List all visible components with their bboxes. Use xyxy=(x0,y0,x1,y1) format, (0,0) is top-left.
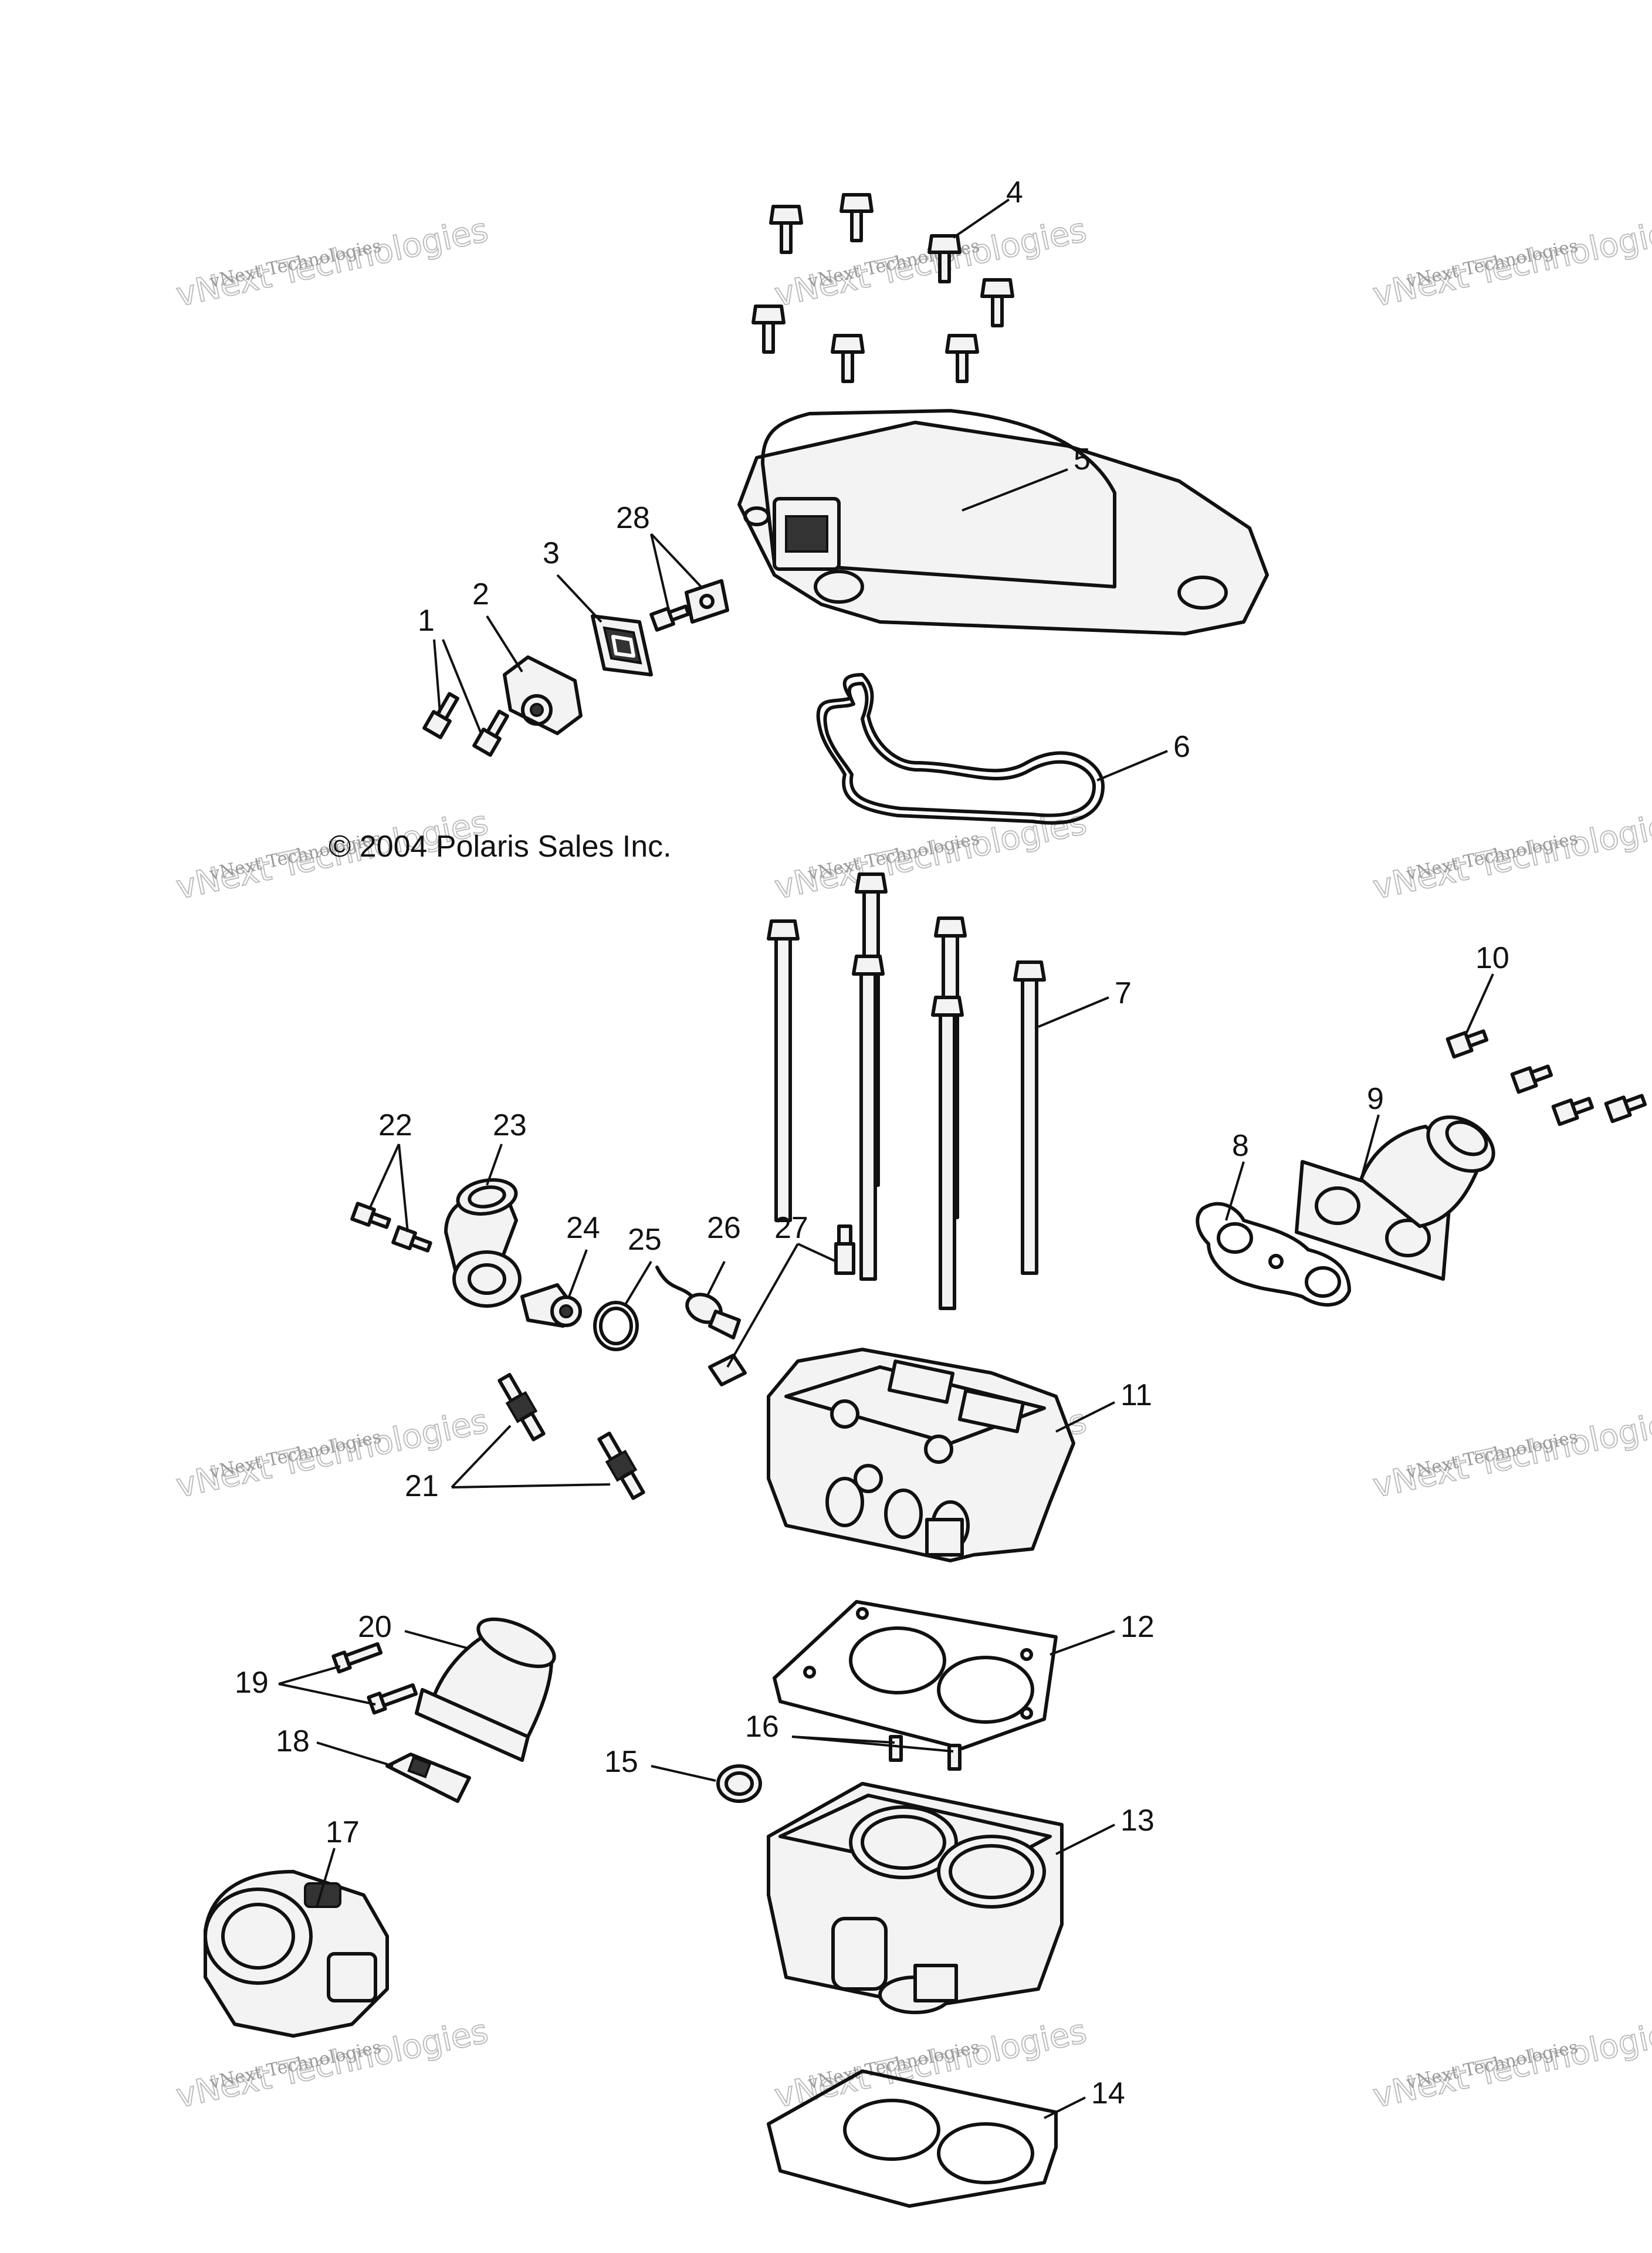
callout-26: 26 xyxy=(707,1211,741,1245)
callout-8: 8 xyxy=(1232,1129,1249,1163)
callout-7: 7 xyxy=(1115,976,1132,1010)
callout-4: 4 xyxy=(1006,175,1023,209)
part-23-thermostat-housing xyxy=(444,1178,522,1308)
callout-21: 21 xyxy=(405,1469,439,1503)
callout-14: 14 xyxy=(1091,2076,1125,2110)
part-16-dowel-pins xyxy=(889,1735,962,1771)
callout-27: 27 xyxy=(774,1211,808,1245)
part-14-base-gasket xyxy=(767,2069,1058,2208)
bolt xyxy=(391,1225,432,1253)
callout-3: 3 xyxy=(543,536,560,570)
part-6-cover-gasket xyxy=(816,673,1105,825)
bolt xyxy=(350,1202,391,1229)
bolt xyxy=(839,193,874,242)
bolt xyxy=(980,278,1014,327)
watermark: vNext Technologies vNext Technologies xyxy=(172,1402,492,1506)
part-18-clamp xyxy=(385,1753,471,1803)
part-11-cylinder-head xyxy=(767,1348,1075,1562)
callout-10: 10 xyxy=(1475,941,1509,975)
spark-plug xyxy=(497,1373,546,1442)
bolt xyxy=(422,692,459,739)
callout-16: 16 xyxy=(745,1710,779,1744)
part-22-bolts xyxy=(350,1202,432,1253)
leader-lines xyxy=(278,198,1494,2119)
watermark: vNext Technologies vNext Technologies xyxy=(1369,1402,1652,1506)
callout-20: 20 xyxy=(358,1610,392,1644)
part-20-intake-boot xyxy=(415,1617,556,1762)
part-4-cover-bolts xyxy=(751,193,1014,383)
callout-19: 19 xyxy=(235,1666,269,1700)
watermark: vNext Technologies vNext Technologies xyxy=(771,2012,1091,2116)
part-21-spark-plugs xyxy=(497,1373,645,1500)
screw xyxy=(367,1683,418,1715)
bolt xyxy=(927,234,962,283)
callout-6: 6 xyxy=(1173,730,1190,764)
callout-25: 25 xyxy=(628,1223,662,1257)
watermark: vNext Technologies vNext Technologies xyxy=(1369,2012,1652,2116)
spark-plug xyxy=(597,1432,645,1500)
part-15-plug xyxy=(716,1764,762,1803)
watermark: vNext Technologies vNext Technologies xyxy=(1369,211,1652,315)
part-8-exhaust-gasket xyxy=(1196,1202,1351,1307)
callout-13: 13 xyxy=(1120,1804,1155,1838)
bolt xyxy=(1446,1029,1489,1059)
head-bolt xyxy=(1013,960,1046,1275)
bolt xyxy=(751,305,786,354)
part-5-valve-cover xyxy=(737,409,1269,635)
part-26-temperature-sensor xyxy=(655,1266,741,1339)
callout-1: 1 xyxy=(418,604,435,638)
watermark: vNext Technologies vNext Technologies xyxy=(771,211,1091,315)
part-1-bolts xyxy=(422,692,509,757)
part-13-cylinder xyxy=(767,1782,1064,2014)
callout-labels: 1 2 3 4 5 6 7 8 9 10 11 12 13 14 15 16 1… xyxy=(235,175,1509,2110)
callout-5: 5 xyxy=(1074,442,1091,476)
callout-23: 23 xyxy=(493,1108,527,1142)
screw xyxy=(331,1642,383,1674)
head-bolt xyxy=(767,919,800,1222)
callout-11: 11 xyxy=(1120,1378,1152,1412)
part-7-head-bolts xyxy=(767,872,1046,1310)
part-25-o-ring xyxy=(593,1301,639,1351)
watermark: vNext Technologies vNext Technologies xyxy=(172,211,492,315)
bolt xyxy=(1604,1094,1647,1124)
callout-9: 9 xyxy=(1367,1082,1384,1116)
bolt xyxy=(1510,1064,1553,1094)
callout-22: 22 xyxy=(378,1108,412,1142)
part-28-plate-and-screw xyxy=(649,579,729,632)
part-10-manifold-bolts xyxy=(1446,1029,1647,1126)
head-bolt xyxy=(931,996,964,1310)
part-19-screws xyxy=(331,1642,418,1715)
bolt xyxy=(472,709,509,757)
callout-18: 18 xyxy=(276,1724,310,1758)
head-bolt xyxy=(852,955,885,1281)
part-17-throttle-body xyxy=(204,1870,389,2038)
callout-2: 2 xyxy=(472,577,489,611)
bolt xyxy=(831,334,865,383)
watermark: vNext Technologies vNext Technologies xyxy=(771,803,1091,908)
callout-15: 15 xyxy=(604,1745,638,1779)
part-24-thermostat xyxy=(520,1283,582,1328)
bolt xyxy=(1551,1097,1595,1126)
callout-28: 28 xyxy=(616,501,650,535)
part-12-head-gasket xyxy=(773,1600,1058,1750)
callout-17: 17 xyxy=(326,1815,360,1849)
callout-12: 12 xyxy=(1120,1610,1155,1644)
part-2-sensor xyxy=(503,655,583,735)
callout-24: 24 xyxy=(566,1211,600,1245)
bolt xyxy=(945,334,979,383)
part-3-seal xyxy=(591,614,653,676)
part-27-fittings xyxy=(708,1224,855,1386)
copyright-text: © 2004 Polaris Sales Inc. xyxy=(329,830,672,864)
part-9-exhaust-manifold xyxy=(1295,1115,1495,1281)
watermark: vNext Technologies vNext Technologies xyxy=(1369,803,1652,908)
bolt xyxy=(769,205,803,254)
